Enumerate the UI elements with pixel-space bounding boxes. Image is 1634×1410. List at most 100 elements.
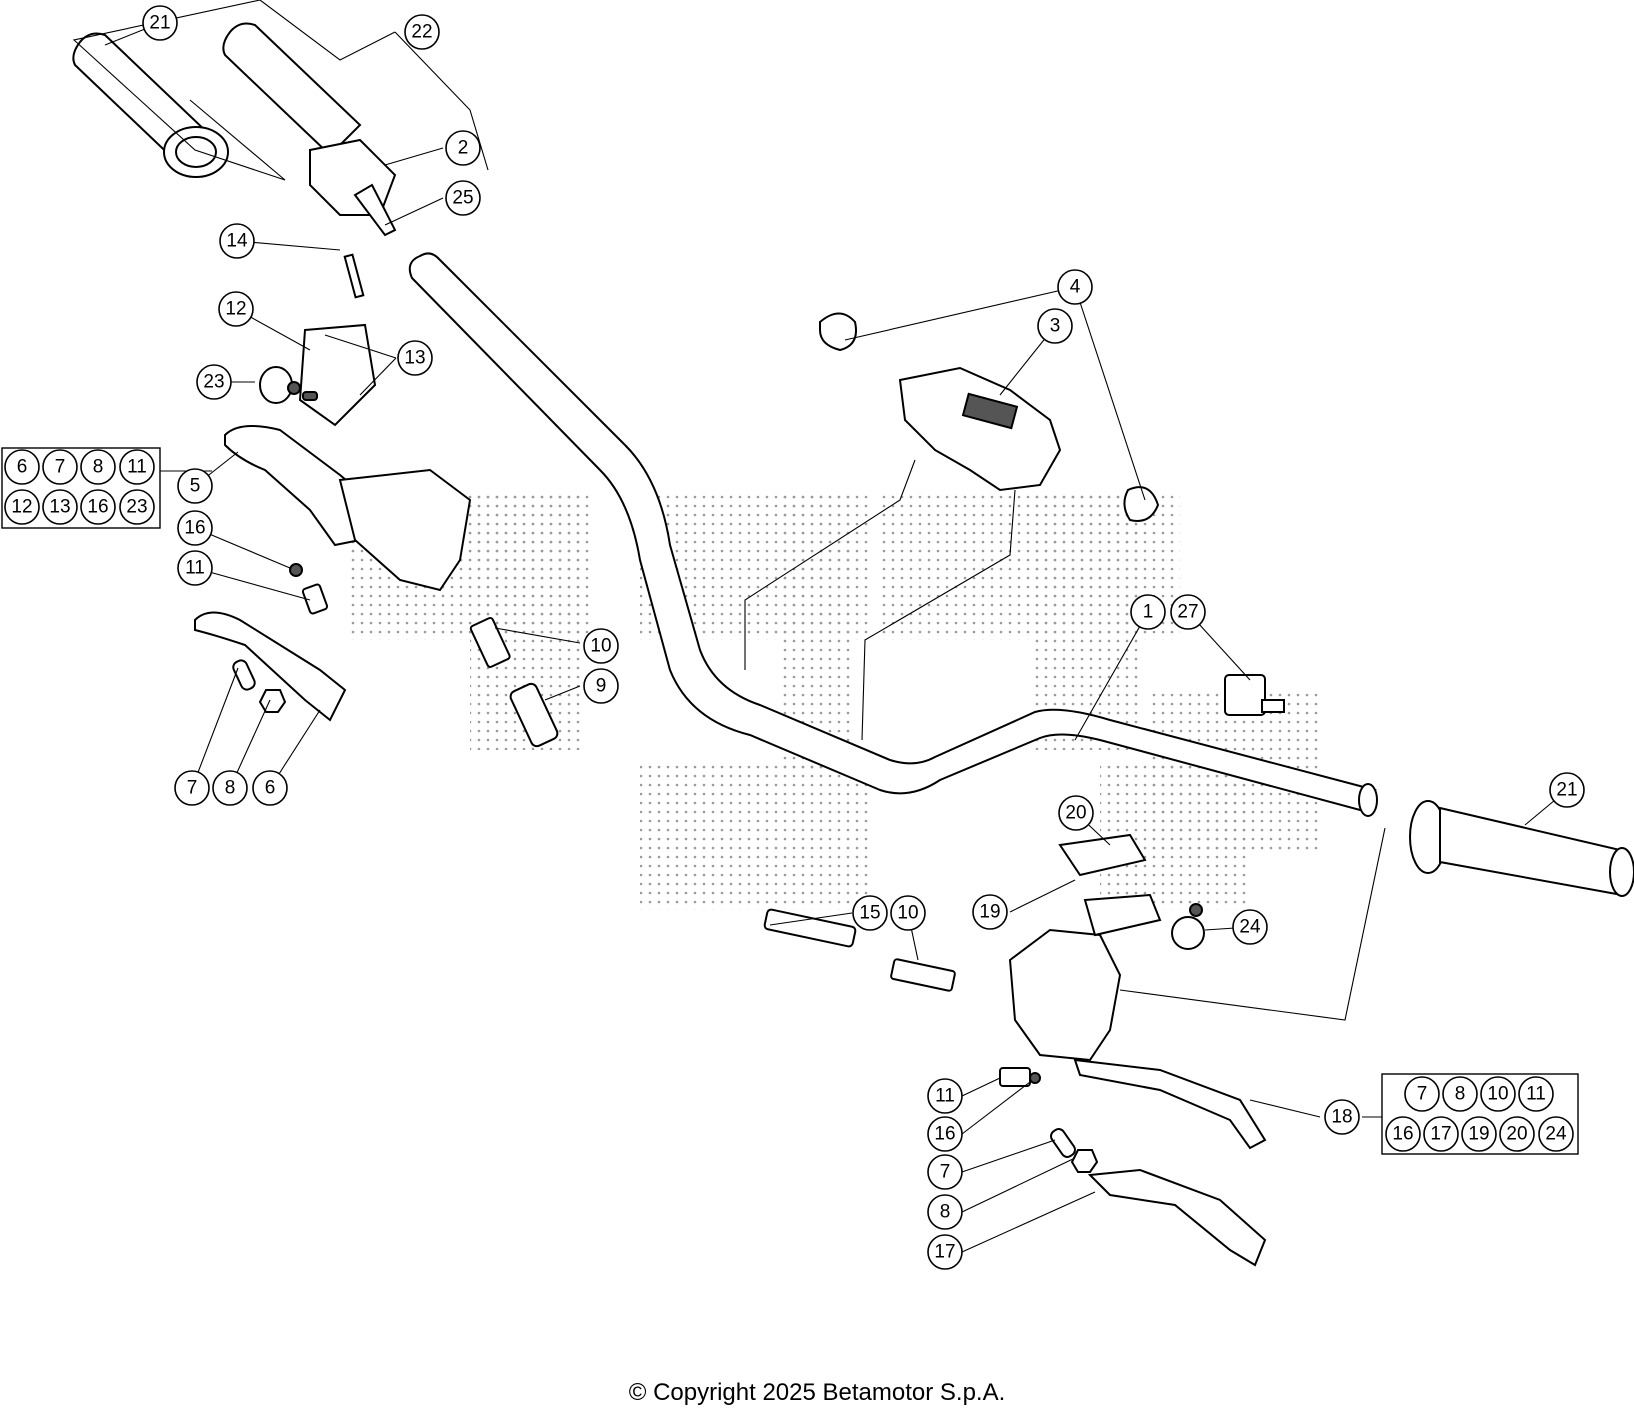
callout-23: 23	[196, 364, 232, 400]
handlebar	[408, 252, 1378, 817]
callout-27: 27	[1170, 594, 1206, 630]
bar-pad	[898, 366, 1062, 492]
svg-text:10: 10	[590, 636, 611, 657]
svg-text:24: 24	[1545, 1124, 1567, 1145]
callout-4: 4	[1057, 269, 1093, 305]
kit-left-item: 13	[42, 489, 78, 525]
callout-10: 10	[583, 628, 619, 664]
svg-text:8: 8	[940, 1202, 951, 1223]
svg-text:23: 23	[203, 372, 224, 393]
callout-24: 24	[1232, 909, 1268, 945]
svg-text:10: 10	[897, 903, 918, 924]
svg-text:14: 14	[226, 231, 248, 252]
callout-18: 18	[1324, 1099, 1360, 1135]
kit-left-item: 11	[119, 449, 155, 485]
callout-6: 6	[252, 770, 288, 806]
callout-25: 25	[445, 180, 481, 216]
callout-7: 7	[927, 1154, 963, 1190]
svg-text:3: 3	[1050, 316, 1061, 337]
callout-19: 19	[972, 894, 1008, 930]
callout-21: 21	[142, 5, 178, 41]
callout-20: 20	[1058, 795, 1094, 831]
kit-left-item: 16	[80, 489, 116, 525]
kit-left-item: 6	[4, 449, 40, 485]
left-lever	[194, 611, 347, 722]
svg-text:20: 20	[1065, 803, 1086, 824]
left-hardware	[289, 563, 559, 748]
svg-text:6: 6	[17, 457, 28, 478]
svg-text:18: 18	[1331, 1107, 1352, 1128]
svg-text:24: 24	[1239, 917, 1261, 938]
svg-text:11: 11	[935, 1086, 955, 1107]
right-master-cylinder	[1008, 833, 1267, 1150]
switch-27	[1224, 674, 1285, 716]
svg-text:27: 27	[1177, 602, 1198, 623]
callout-9: 9	[583, 668, 619, 704]
right-hardware	[763, 908, 1041, 1087]
svg-text:7: 7	[55, 457, 66, 478]
callout-14: 14	[219, 223, 255, 259]
callout-17: 17	[927, 1234, 963, 1270]
kit-box-left: 6 7 8 11 12 13 16 23	[1, 447, 161, 529]
callout-10: 10	[890, 895, 926, 931]
callout-16: 16	[927, 1116, 963, 1152]
callout-5: 5	[177, 468, 213, 504]
callout-11: 11	[927, 1078, 963, 1114]
kit-right-item: 7	[1404, 1076, 1440, 1112]
callout-11: 11	[177, 550, 213, 586]
svg-text:25: 25	[452, 188, 473, 209]
callout-1: 1	[1130, 594, 1166, 630]
svg-text:11: 11	[1526, 1084, 1546, 1105]
svg-text:4: 4	[1070, 277, 1081, 298]
kit-box-right: 7 8 10 11 16 17 19 20 24	[1381, 1073, 1579, 1155]
svg-text:9: 9	[596, 676, 607, 697]
svg-text:19: 19	[979, 902, 1000, 923]
kit-left-item: 7	[42, 449, 78, 485]
kit-right-item: 20	[1499, 1116, 1535, 1152]
callout-8: 8	[212, 770, 248, 806]
svg-text:11: 11	[185, 558, 205, 579]
svg-text:8: 8	[93, 457, 104, 478]
svg-text:13: 13	[49, 497, 70, 518]
svg-text:10: 10	[1487, 1084, 1508, 1105]
callout-3: 3	[1037, 308, 1073, 344]
svg-text:23: 23	[126, 497, 147, 518]
svg-text:8: 8	[225, 778, 236, 799]
callouts: 21 22 2 25 14 12 1 3 23 5 16 11 10 9 7 8 …	[142, 5, 1585, 1270]
svg-text:17: 17	[1430, 1124, 1451, 1145]
callout-12: 12	[218, 291, 254, 327]
svg-text:17: 17	[934, 1242, 955, 1263]
svg-text:7: 7	[940, 1162, 951, 1183]
svg-text:11: 11	[127, 457, 147, 478]
svg-text:15: 15	[859, 903, 880, 924]
right-lever	[1050, 1128, 1267, 1267]
left-master-cylinder	[224, 253, 472, 592]
svg-text:5: 5	[190, 476, 201, 497]
kit-right-item: 11	[1518, 1076, 1554, 1112]
kit-right-item: 19	[1461, 1116, 1497, 1152]
svg-text:8: 8	[1455, 1084, 1466, 1105]
strap-top	[819, 312, 857, 352]
svg-text:7: 7	[1417, 1084, 1428, 1105]
svg-text:12: 12	[225, 299, 246, 320]
callout-21: 21	[1549, 772, 1585, 808]
callout-8: 8	[927, 1194, 963, 1230]
svg-text:7: 7	[187, 778, 198, 799]
svg-text:20: 20	[1506, 1124, 1527, 1145]
kit-left-item: 8	[80, 449, 116, 485]
kit-right-item: 16	[1385, 1116, 1421, 1152]
kit-right-item: 24	[1538, 1116, 1574, 1152]
svg-text:19: 19	[1468, 1124, 1489, 1145]
callout-16: 16	[177, 510, 213, 546]
kit-right-item: 17	[1423, 1116, 1459, 1152]
svg-text:16: 16	[87, 497, 108, 518]
right-grip	[1409, 800, 1634, 897]
copyright-notice: © Copyright 2025 Betamotor S.p.A.	[628, 1379, 1006, 1406]
callout-2: 2	[445, 130, 481, 166]
callout-15: 15	[852, 895, 888, 931]
svg-text:2: 2	[458, 138, 469, 159]
svg-text:21: 21	[1556, 780, 1577, 801]
callout-22: 22	[404, 14, 440, 50]
watermark	[350, 490, 1320, 910]
